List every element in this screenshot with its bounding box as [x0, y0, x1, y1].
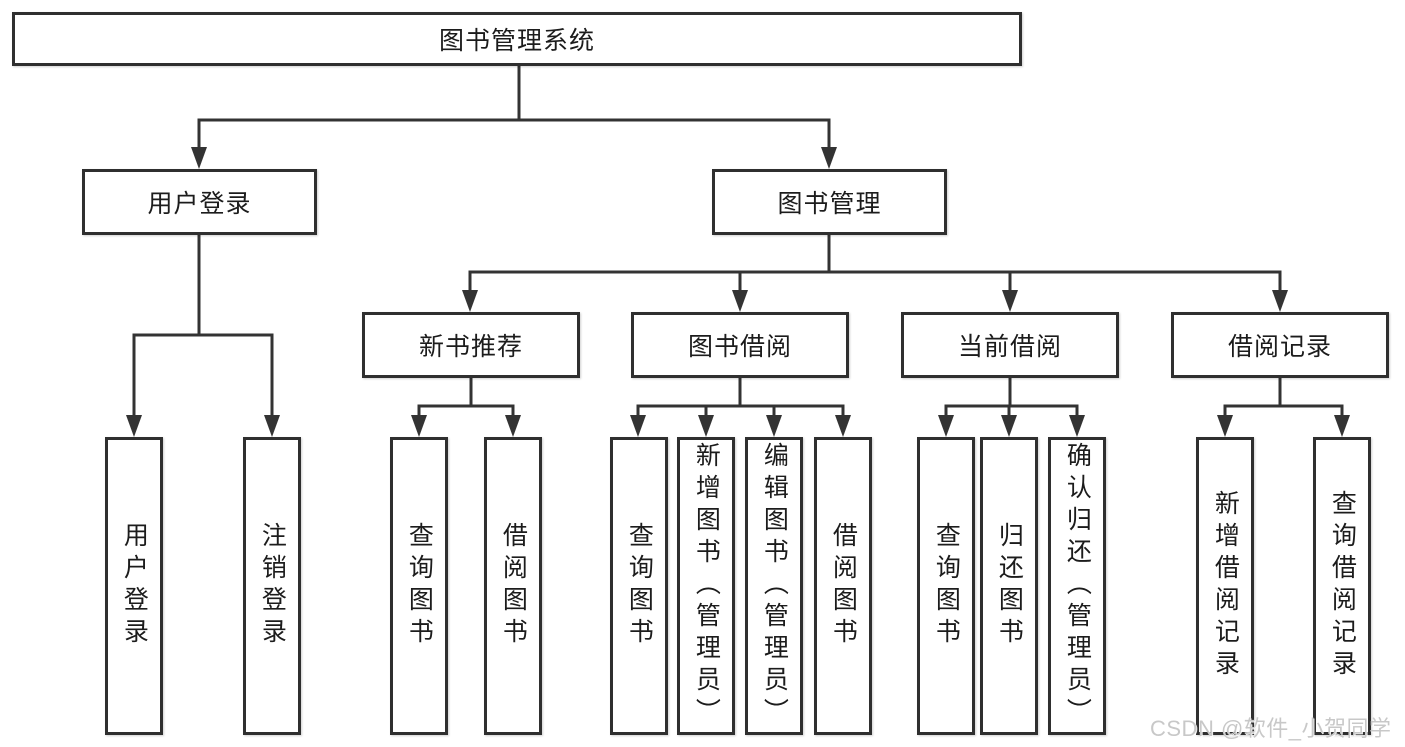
node-book-management: 图书管理: [712, 169, 947, 235]
node-label: 新书推荐: [418, 333, 523, 361]
node-label: 借阅图书: [829, 522, 858, 650]
node-label: 借阅记录: [1227, 333, 1332, 361]
node-label: 编辑图书（管理员）: [760, 442, 789, 730]
node-library-management-system: 图书管理系统: [12, 12, 1022, 66]
node-label: 查询图书: [625, 522, 654, 650]
node-label: 新增图书（管理员）: [692, 442, 721, 730]
node-label: 用户登录: [147, 190, 252, 218]
node-label: 借阅图书: [499, 522, 528, 650]
node-label: 图书管理系统: [438, 27, 595, 55]
leaf-query-borrow-record: 查询借阅记录: [1313, 437, 1371, 735]
node-user-login: 用户登录: [82, 169, 317, 235]
watermark: CSDN @软件_小贺同学: [1150, 716, 1392, 741]
node-borrowing-records: 借阅记录: [1171, 312, 1389, 378]
node-current-borrowing: 当前借阅: [901, 312, 1119, 378]
leaf-add-book-admin: 新增图书（管理员）: [677, 437, 735, 735]
leaf-edit-book-admin: 编辑图书（管理员）: [745, 437, 803, 735]
node-label: 查询借阅记录: [1328, 490, 1357, 682]
node-label: 查询图书: [405, 522, 434, 650]
node-new-book-recommendation: 新书推荐: [362, 312, 580, 378]
node-label: 当前借阅: [957, 333, 1062, 361]
node-label: 图书借阅: [687, 333, 792, 361]
leaf-user-login: 用户登录: [105, 437, 163, 735]
node-label: 查询图书: [932, 522, 961, 650]
leaf-confirm-return-admin: 确认归还（管理员）: [1048, 437, 1106, 735]
leaf-borrow-books-recommend: 借阅图书: [484, 437, 542, 735]
leaf-borrow-books: 借阅图书: [814, 437, 872, 735]
node-label: 归还图书: [995, 522, 1024, 650]
leaf-add-borrow-record: 新增借阅记录: [1196, 437, 1254, 735]
leaf-query-books-current: 查询图书: [917, 437, 975, 735]
node-label: 图书管理: [777, 190, 882, 218]
node-label: 注销登录: [258, 522, 287, 650]
leaf-query-books-borrow: 查询图书: [610, 437, 668, 735]
node-label: 新增借阅记录: [1211, 490, 1240, 682]
node-label: 用户登录: [120, 522, 149, 650]
node-label: 确认归还（管理员）: [1063, 442, 1092, 730]
leaf-return-book: 归还图书: [980, 437, 1038, 735]
leaf-query-books-recommend: 查询图书: [390, 437, 448, 735]
node-book-borrowing: 图书借阅: [631, 312, 849, 378]
leaf-logout: 注销登录: [243, 437, 301, 735]
